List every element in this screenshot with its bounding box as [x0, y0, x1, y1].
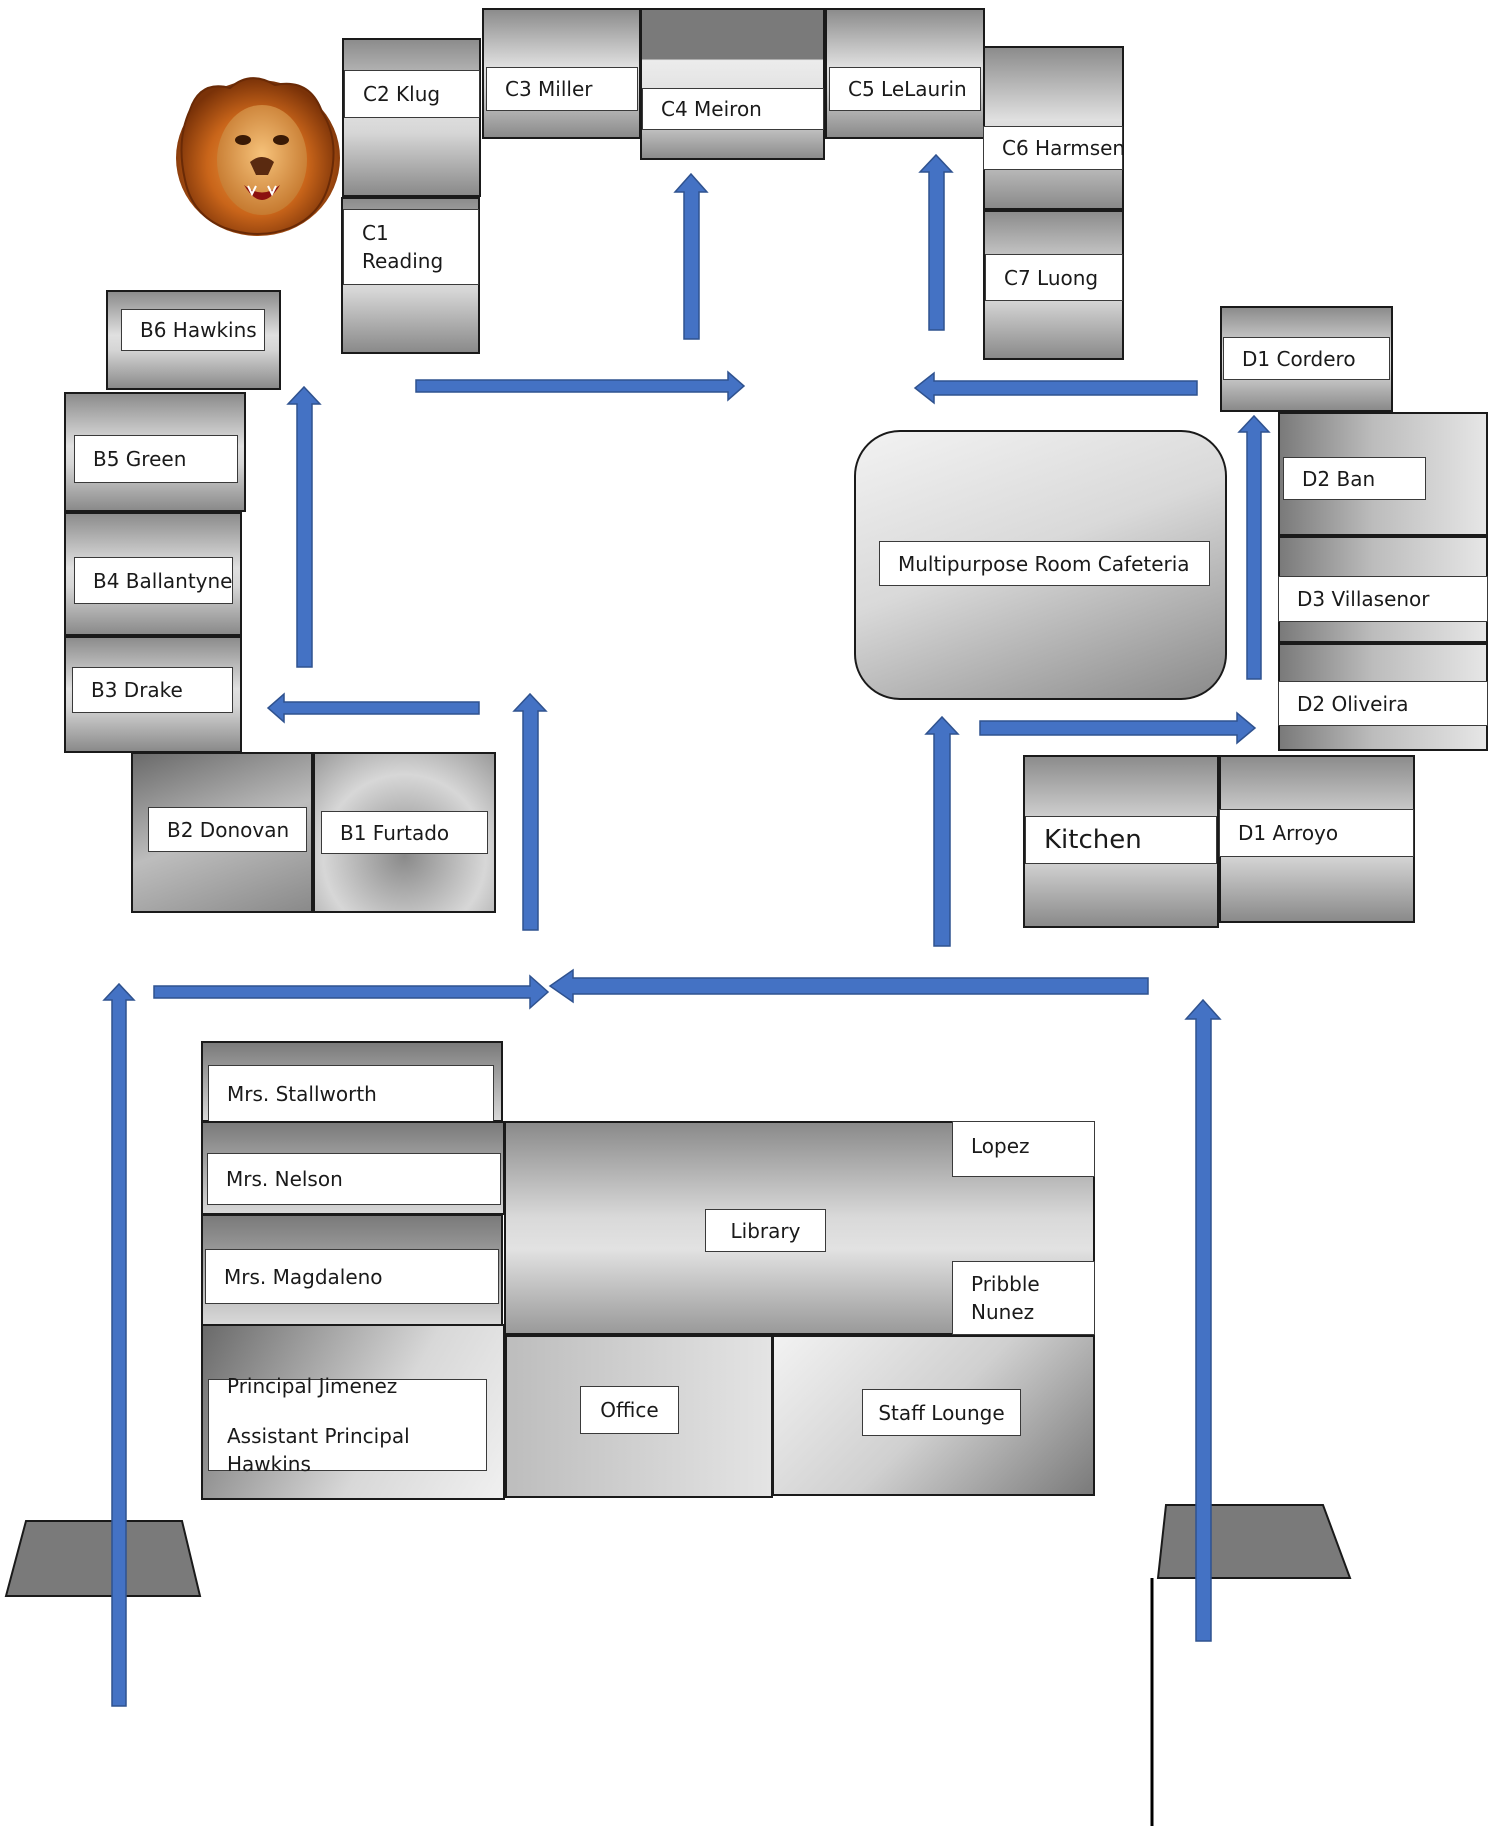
- arrow-icon: [673, 172, 709, 340]
- room-label-principal: Principal Jimenez Assistant Principal Ha…: [208, 1374, 487, 1476]
- room-label-d2-oliveira: D2 Oliveira: [1278, 681, 1488, 726]
- room-label-c1-line1: C1: [362, 221, 389, 245]
- room-label-staff-lounge: Staff Lounge: [862, 1389, 1021, 1436]
- room-label-b6: B6 Hawkins: [121, 309, 265, 351]
- entrance-left: [4, 1520, 202, 1597]
- room-label-stallworth: Mrs. Stallworth: [208, 1065, 494, 1122]
- arrow-icon: [1237, 414, 1271, 680]
- arrow-icon: [913, 371, 1198, 405]
- room-label-d1-arroyo: D1 Arroyo: [1219, 809, 1414, 857]
- arrow-icon: [924, 715, 960, 947]
- room-label-b5: B5 Green: [74, 435, 238, 483]
- room-label-nelson: Mrs. Nelson: [207, 1153, 501, 1205]
- room-label-kitchen: Kitchen: [1025, 816, 1217, 864]
- lion-mascot-icon: [176, 77, 340, 236]
- arrow-icon: [979, 711, 1257, 745]
- entrance-right: [1156, 1504, 1352, 1579]
- room-label-c7: C7 Luong: [985, 254, 1123, 301]
- room-label-library: Library: [705, 1209, 826, 1252]
- arrow-icon: [153, 974, 550, 1010]
- room-label-pribble-nunez: Pribble Nunez: [952, 1261, 1095, 1335]
- room-label-b3: B3 Drake: [72, 667, 233, 713]
- room-label-c6: C6 Harmsen: [983, 126, 1125, 170]
- room-label-b2: B2 Donovan: [148, 807, 307, 852]
- room-label-office: Office: [580, 1386, 679, 1434]
- room-label-d1-cordero: D1 Cordero: [1223, 337, 1390, 380]
- room-label-c4: C4 Meiron: [642, 88, 824, 130]
- room-label-magdaleno: Mrs. Magdaleno: [205, 1249, 499, 1304]
- arrow-icon: [266, 692, 480, 724]
- arrow-icon: [286, 385, 322, 668]
- arrow-icon: [1184, 998, 1222, 1642]
- room-label-c1-line2: Reading: [362, 249, 444, 273]
- room-label-b4: B4 Ballantyne: [74, 557, 233, 604]
- room-label-b1: B1 Furtado: [321, 811, 488, 854]
- room-label-cafeteria: Multipurpose Room Cafeteria: [879, 541, 1210, 586]
- nunez-name: Nunez: [971, 1300, 1035, 1324]
- pribble-name: Pribble: [971, 1272, 1040, 1296]
- arrow-icon: [102, 982, 136, 1707]
- room-label-d3: D3 Villasenor: [1278, 576, 1488, 622]
- room-label-d2-ban: D2 Ban: [1283, 457, 1426, 500]
- arrow-icon: [512, 692, 548, 931]
- arrow-icon: [918, 153, 954, 331]
- arrow-icon: [548, 968, 1149, 1004]
- room-label-c5: C5 LeLaurin: [829, 67, 981, 111]
- room-c4: [640, 8, 825, 160]
- arrow-icon: [415, 370, 746, 402]
- room-label-c1: C1 Reading: [343, 209, 479, 285]
- principal-name: Principal Jimenez: [227, 1374, 398, 1398]
- assistant-principal-name: Assistant Principal Hawkins: [227, 1424, 410, 1476]
- room-label-c2: C2 Klug: [344, 70, 480, 118]
- room-label-c3: C3 Miller: [486, 67, 638, 111]
- room-label-lopez: Lopez: [952, 1121, 1095, 1177]
